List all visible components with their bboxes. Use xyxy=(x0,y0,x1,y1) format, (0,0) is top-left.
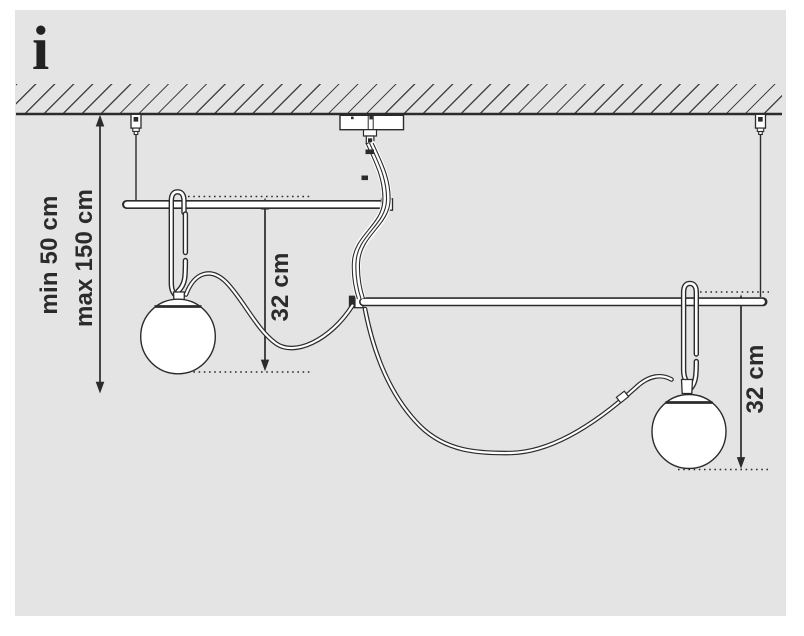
left-hanger-hook xyxy=(168,189,189,301)
left-ceiling-attachment xyxy=(130,113,142,200)
left-globe xyxy=(139,291,216,375)
right-globe-drop-label: 32 cm xyxy=(742,344,769,414)
ceiling-hatch xyxy=(16,84,782,113)
info-icon: i xyxy=(32,15,50,83)
right-ceiling-attachment xyxy=(754,113,767,297)
suspension-max-label: max 150 cm xyxy=(71,188,98,328)
left-arm-bar xyxy=(122,198,394,211)
right-globe xyxy=(651,378,727,470)
left-globe-drop-label: 32 cm xyxy=(267,252,294,322)
dotted-reference-lines xyxy=(183,195,770,471)
suspension-min-label: min 50 cm xyxy=(36,195,63,315)
ceiling-canopy xyxy=(339,114,405,145)
right-lamp-cable xyxy=(362,306,674,456)
canopy-cable-bundle xyxy=(350,140,392,301)
left-lamp-cable xyxy=(183,271,355,351)
right-arm-bar xyxy=(348,295,768,309)
min-max-dimension-arrow xyxy=(95,114,105,394)
